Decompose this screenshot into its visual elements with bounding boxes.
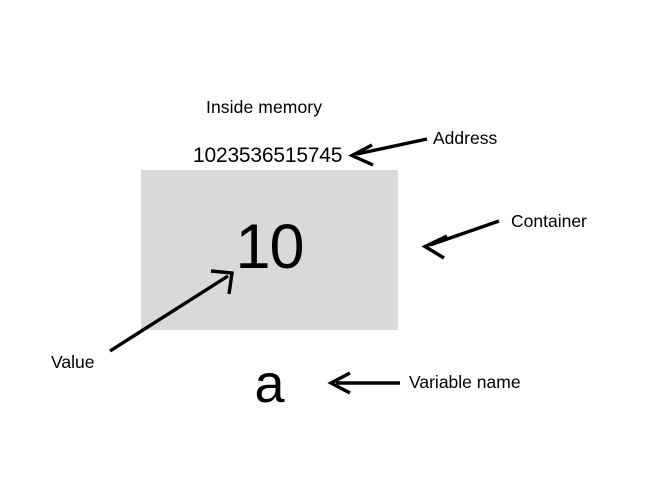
variable-name-glyph: a (254, 354, 285, 414)
stored-value-text: 10 (235, 212, 304, 282)
memory-address-value: 1023536515745 (193, 144, 343, 167)
diagram-title: Inside memory (206, 97, 323, 117)
label-address: Address (433, 128, 498, 148)
label-value: Value (51, 352, 95, 372)
label-variable-name: Variable name (409, 372, 521, 392)
label-container: Container (511, 211, 587, 231)
address-arrow (348, 137, 428, 167)
